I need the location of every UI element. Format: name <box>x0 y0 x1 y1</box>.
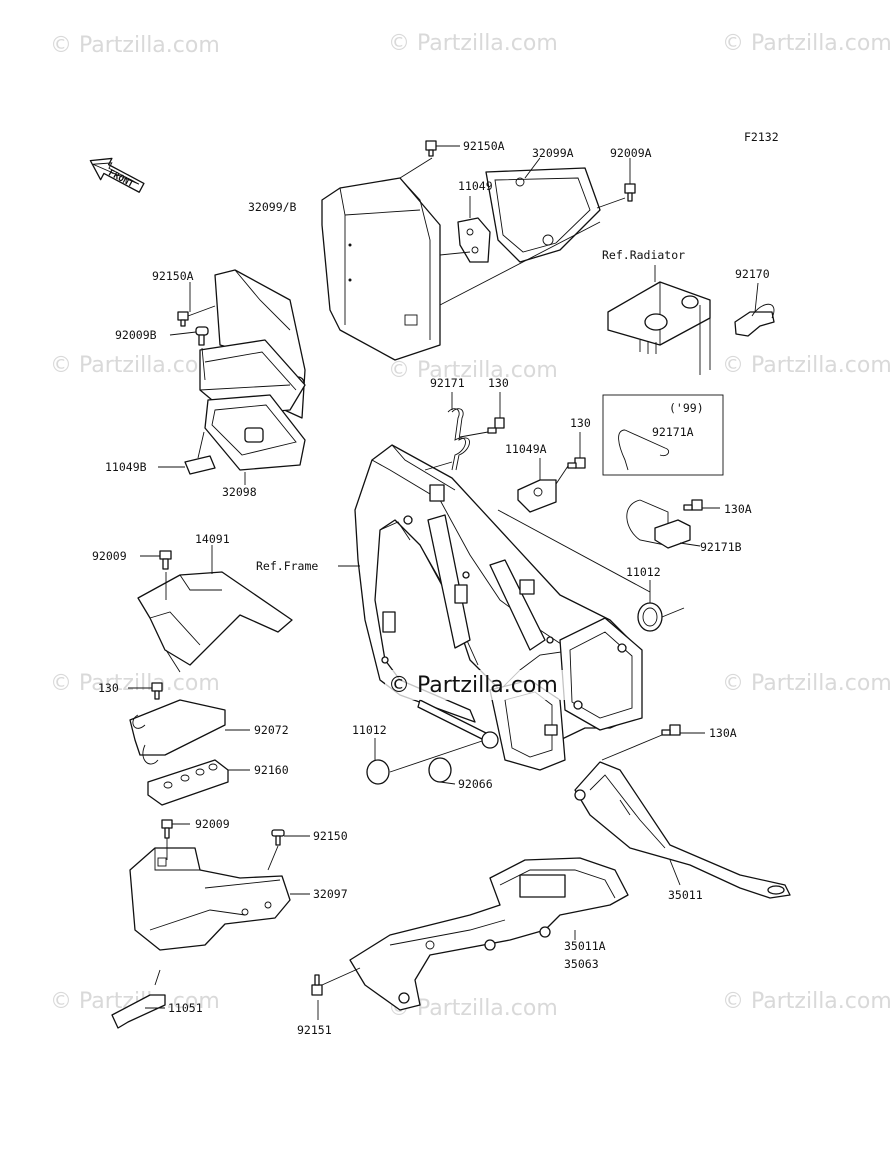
damper-92160 <box>147 759 229 806</box>
spacer-92066 <box>481 731 499 749</box>
part-label: 92171B <box>700 540 742 554</box>
bolt-92151 <box>311 974 323 996</box>
part-label: 92009 <box>92 549 127 563</box>
battery-case-32097 <box>129 847 291 951</box>
part-label: 35063 <box>564 957 599 971</box>
part-label: 130A <box>724 502 752 516</box>
clip-92171 <box>447 408 470 471</box>
part-label: 11012 <box>626 565 661 579</box>
part-label: 130 <box>570 416 591 430</box>
part-labels: 92150A 32099A 92009A 32099/B 11049 92150… <box>92 139 770 1037</box>
center-watermark-text: © Partzilla.com <box>388 673 558 698</box>
part-label: 14091 <box>195 532 230 546</box>
bolt-130a-upper <box>683 499 703 511</box>
watermark: © Partzilla.com <box>50 671 220 696</box>
bolt-92150-lower <box>271 829 285 846</box>
bolt-130a-lower <box>661 724 681 736</box>
bolt-92009-lower <box>161 819 173 839</box>
bracket-11049a <box>517 479 557 513</box>
watermark: © Partzilla.com <box>50 353 220 378</box>
bolt-130-top <box>487 417 505 434</box>
side-cover-32099b <box>321 177 441 361</box>
front-arrow: FRONT <box>89 157 145 193</box>
part-label: 92171 <box>430 376 465 390</box>
part-label: 92150 <box>313 829 348 843</box>
part-label: 92009A <box>610 146 652 160</box>
clip-92170 <box>734 303 775 337</box>
part-label: 92151 <box>297 1023 332 1037</box>
clip-92171b <box>626 499 691 549</box>
part-label: 11049B <box>105 460 147 474</box>
part-label: 35011A <box>564 939 606 953</box>
part-label: 92009 <box>195 817 230 831</box>
part-label: 130 <box>98 681 119 695</box>
part-label: 130A <box>709 726 737 740</box>
watermark: © Partzilla.com <box>722 353 892 378</box>
ref-radiator-label: Ref.Radiator <box>602 248 685 262</box>
diagram-code: F2132 <box>744 130 779 144</box>
radiator-reference <box>607 281 711 375</box>
bolt-130-mid <box>151 682 163 700</box>
watermark: © Partzilla.com <box>722 671 892 696</box>
grommet-92066 <box>428 757 452 783</box>
part-label: 32097 <box>313 887 348 901</box>
part-label: 11012 <box>352 723 387 737</box>
watermark-layer: © Partzilla.com © Partzilla.com © Partzi… <box>50 31 892 1021</box>
part-label: 92170 <box>735 267 770 281</box>
year-note-box <box>602 394 724 476</box>
bracket-92072 <box>129 699 226 765</box>
bracket-11051 <box>111 969 166 1029</box>
part-label: 11049A <box>505 442 547 456</box>
year-note: ('99) <box>669 401 704 415</box>
bolt-92009b <box>195 326 209 346</box>
bracket-11049 <box>457 217 491 263</box>
part-label: 92150A <box>152 269 194 283</box>
grommet-11012-lower <box>366 759 390 785</box>
part-label: 32099/B <box>248 200 297 214</box>
part-label: 92150A <box>463 139 505 153</box>
bolt-92150a-left <box>177 311 189 327</box>
part-label: 92160 <box>254 763 289 777</box>
part-label: 130 <box>488 376 509 390</box>
bracket-35011a <box>349 857 629 1011</box>
bracket-11049b <box>184 431 216 475</box>
part-label: 92066 <box>458 777 493 791</box>
part-label: 11049 <box>458 179 493 193</box>
part-label: 92009B <box>115 328 157 342</box>
part-label: 92171A <box>652 425 694 439</box>
part-label: 92072 <box>254 723 289 737</box>
watermark: © Partzilla.com <box>388 31 558 56</box>
battery-tray-32098 <box>199 339 306 416</box>
watermark: © Partzilla.com <box>50 33 220 58</box>
part-label: 32099A <box>532 146 574 160</box>
part-label: 32098 <box>222 485 257 499</box>
bolt-92150a-top <box>425 140 437 157</box>
bracket-35011 <box>574 761 791 899</box>
center-watermark: © Partzilla.com <box>385 670 570 700</box>
main-frame <box>354 444 643 771</box>
watermark: © Partzilla.com <box>388 358 558 383</box>
cover-32099a <box>485 167 601 263</box>
ref-frame-label: Ref.Frame <box>256 559 318 573</box>
bolt-92009a <box>624 183 636 202</box>
part-label: 35011 <box>668 888 703 902</box>
watermark: © Partzilla.com <box>722 989 892 1014</box>
bolt-130-right <box>567 457 586 469</box>
bolt-92009-mid <box>159 550 172 570</box>
grommet-11012-upper <box>637 602 663 632</box>
cover-14091 <box>137 571 293 666</box>
watermark: © Partzilla.com <box>722 31 892 56</box>
part-label: 11051 <box>168 1001 203 1015</box>
battery-mat-32098 <box>204 394 306 471</box>
